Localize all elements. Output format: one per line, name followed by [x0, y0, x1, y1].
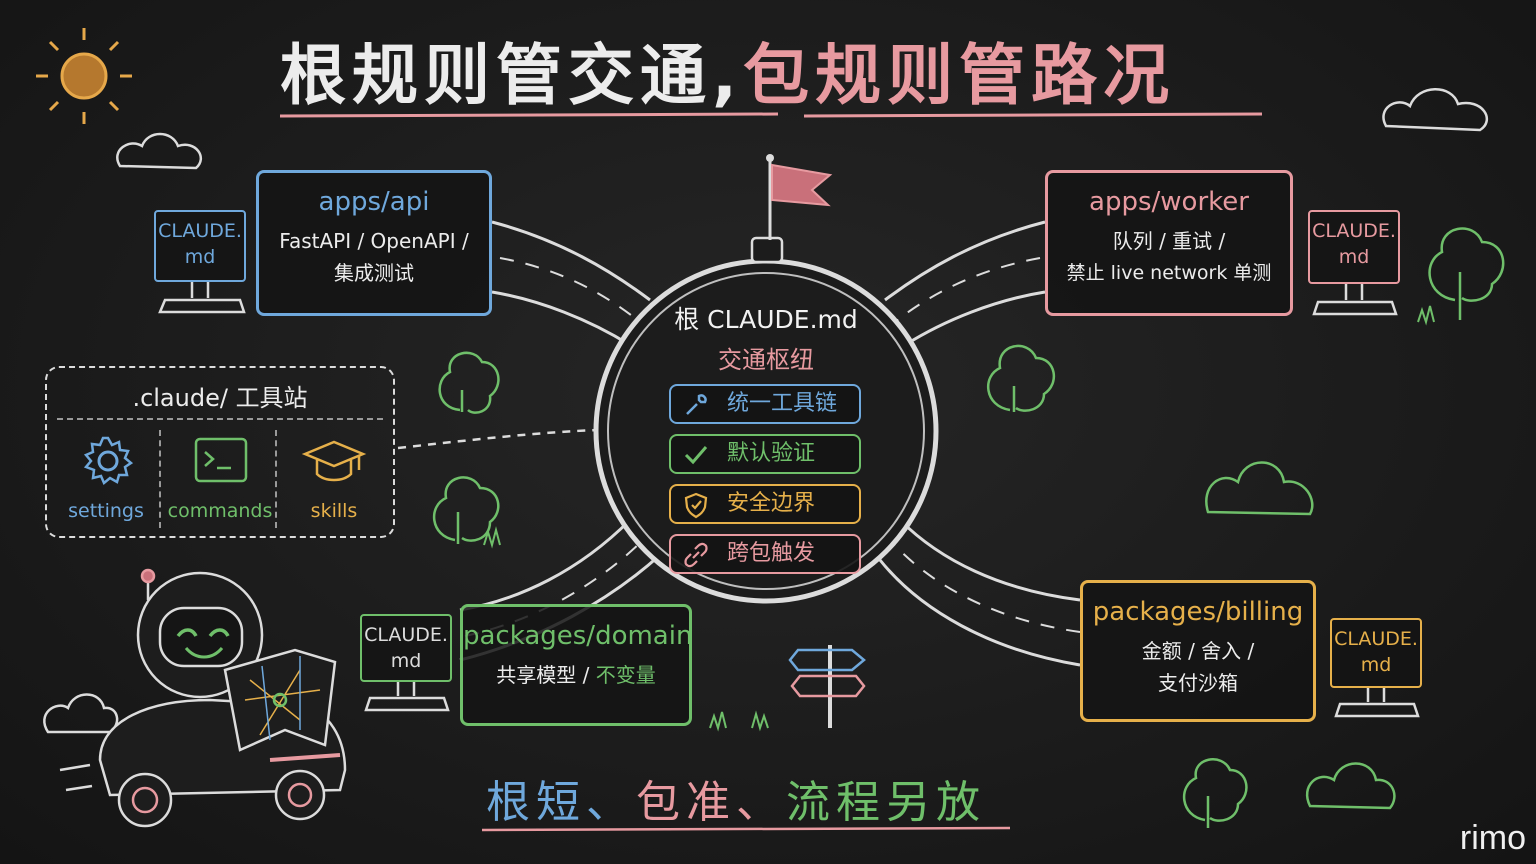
claude-md-card-api: CLAUDE. md — [154, 210, 246, 282]
packages-billing-line-1: 金额 / 舍入 / — [1141, 639, 1255, 663]
terminal-icon — [194, 437, 248, 483]
claude-md-card-billing: CLAUDE. md — [1330, 618, 1422, 688]
apps-api-heading: apps/api — [318, 187, 430, 217]
packages-domain-shared-models: 共享模型 / — [496, 663, 596, 687]
apps-worker-box: apps/worker 队列 / 重试 / 禁止 live network 单测 — [1045, 170, 1293, 316]
cloud-icon — [43, 693, 119, 734]
grass-icon — [483, 305, 1435, 732]
claude-toolbox: .claude/ 工具站 settings commands skills — [45, 366, 395, 538]
tool-commands[interactable]: commands — [165, 430, 275, 530]
shield-icon — [684, 492, 708, 519]
pill-label: 安全边界 — [727, 491, 816, 516]
apps-worker-line-2: 禁止 live network 单测 — [1066, 262, 1272, 284]
claude-md-line-2: md — [184, 246, 216, 268]
robot-car-icon — [59, 568, 347, 828]
tool-label: settings — [68, 500, 144, 522]
tool-settings[interactable]: settings — [51, 430, 161, 530]
tree-icon — [1182, 758, 1248, 828]
packages-domain-line-1: 共享模型 / 不变量 — [463, 659, 689, 691]
tool-skills[interactable]: skills — [279, 430, 389, 530]
toolbox-divider — [275, 430, 277, 528]
motto-part-2: 包准、 — [636, 777, 786, 828]
packages-domain-box: packages/domain 共享模型 / 不变量 — [460, 604, 692, 726]
pill-security-boundary: 安全边界 — [669, 484, 861, 524]
apps-api-box: apps/api FastAPI / OpenAPI / 集成测试 — [256, 170, 492, 316]
apps-api-line-1: FastAPI / OpenAPI / — [279, 229, 469, 253]
page-title: 根规则管交通,包规则管路况 — [280, 22, 1280, 118]
link-icon — [684, 542, 708, 568]
hub-title: 根 CLAUDE.md — [674, 305, 858, 334]
packages-domain-invariants: 不变量 — [595, 663, 656, 687]
toolbox-divider — [159, 430, 161, 528]
toolbox-divider — [57, 418, 383, 420]
title-underline-left — [279, 112, 779, 118]
tool-label: commands — [167, 500, 273, 522]
claude-md-line-2: md — [1360, 654, 1392, 676]
check-icon — [684, 446, 708, 465]
claude-md-line-2: md — [1338, 246, 1370, 268]
claude-md-card-domain: CLAUDE. md — [360, 614, 452, 682]
packages-billing-heading: packages/billing — [1092, 597, 1304, 627]
packages-domain-heading: packages/domain — [463, 621, 693, 651]
apps-worker-line-1: 队列 / 重试 / — [1112, 229, 1226, 253]
root-claude-md-hub: 根 CLAUDE.md 交通枢纽 统一工具链 默认验证 安全边界 跨包触发 — [605, 270, 927, 592]
packages-billing-box: packages/billing 金额 / 舍入 / 支付沙箱 — [1080, 580, 1316, 722]
cloud-icon — [1382, 88, 1488, 132]
toolbox-title: .claude/ 工具站 — [132, 384, 308, 412]
title-underline-right — [803, 112, 1263, 118]
pill-label: 默认验证 — [727, 441, 816, 466]
motto: 根短、包准、流程另放 — [486, 766, 1046, 830]
pill-cross-package-trigger: 跨包触发 — [669, 534, 861, 574]
hub-subtitle: 交通枢纽 — [718, 346, 814, 374]
motto-part-3: 流程另放 — [786, 777, 986, 828]
claude-md-line-1: CLAUDE. — [1312, 220, 1396, 242]
apps-worker-heading: apps/worker — [1089, 187, 1249, 217]
claude-md-line-2: md — [390, 650, 422, 672]
flag-icon — [750, 154, 833, 264]
bush-icon — [1305, 762, 1396, 810]
tree-icon — [1428, 227, 1505, 320]
claude-md-line-1: CLAUDE. — [1334, 628, 1418, 650]
claude-md-line-1: CLAUDE. — [158, 220, 242, 242]
apps-api-line-2: 集成测试 — [334, 261, 414, 285]
bush-icon — [1205, 461, 1314, 516]
sun-icon — [36, 28, 132, 124]
signpost-icon — [788, 645, 866, 728]
tree-icon — [986, 344, 1056, 412]
title-part-1: 根规则管交通, — [280, 37, 744, 114]
pill-label: 跨包触发 — [727, 541, 816, 566]
motto-underline — [481, 826, 1011, 832]
pill-label: 统一工具链 — [727, 391, 838, 416]
packages-billing-line-2: 支付沙箱 — [1158, 671, 1238, 695]
cloud-icon — [116, 132, 203, 170]
pill-unified-toolchain: 统一工具链 — [669, 384, 861, 424]
motto-part-1: 根短、 — [486, 777, 636, 828]
claude-md-line-1: CLAUDE. — [364, 624, 448, 646]
claude-md-card-worker: CLAUDE. md — [1308, 210, 1400, 284]
graduation-cap-icon — [301, 440, 367, 482]
tree-icon — [438, 351, 500, 414]
pill-default-validation: 默认验证 — [669, 434, 861, 474]
monitor-stands — [158, 282, 1420, 718]
signature: rimo — [1459, 819, 1526, 857]
wrench-icon — [686, 394, 707, 415]
title-part-2: 包规则管路况 — [743, 37, 1176, 114]
tool-label: skills — [310, 500, 358, 522]
gear-icon — [83, 436, 134, 486]
hub-ring-inner — [607, 272, 925, 590]
toolbox-connector — [397, 428, 599, 450]
